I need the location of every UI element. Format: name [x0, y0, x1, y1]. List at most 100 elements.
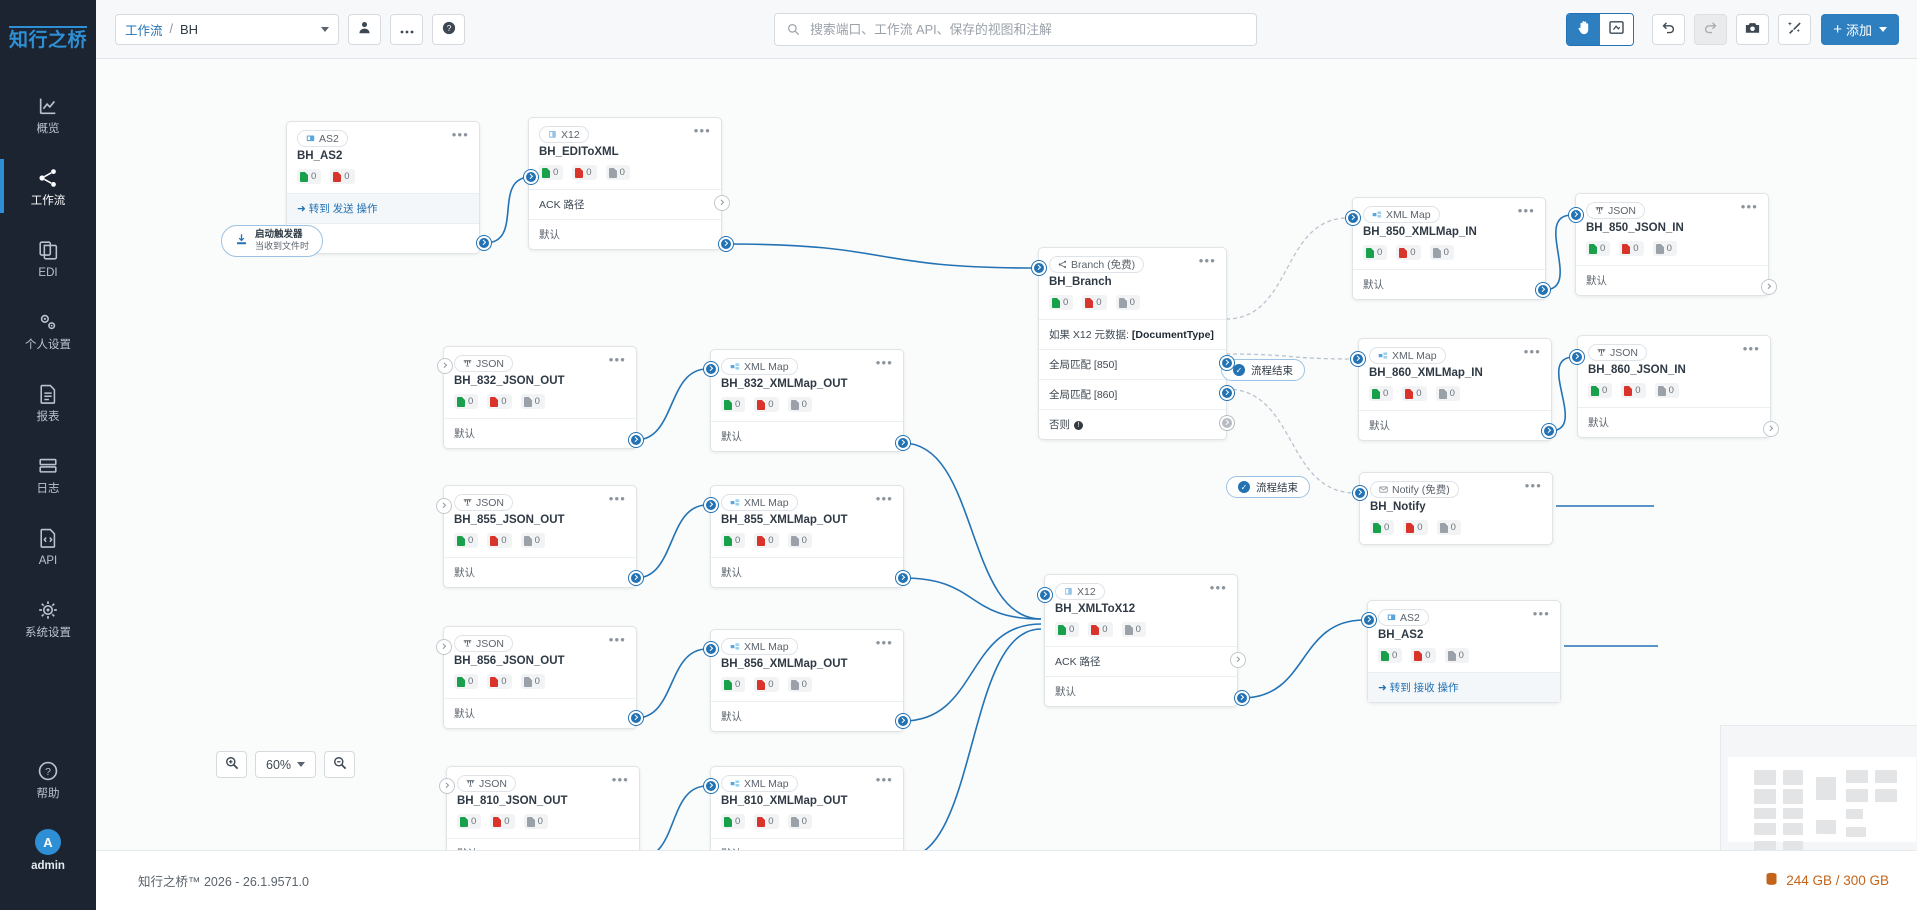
node-menu-button[interactable]: •••: [1524, 478, 1542, 493]
chevron-down-icon[interactable]: [1879, 26, 1887, 32]
zoom-in-button[interactable]: [216, 751, 247, 778]
node-footer[interactable]: 默认: [1359, 410, 1551, 440]
node-menu-button[interactable]: •••: [1532, 606, 1550, 621]
node-output-handle[interactable]: [1542, 424, 1556, 438]
sidebar-item-2[interactable]: 工作流: [0, 155, 96, 217]
node-output-handle[interactable]: [1762, 280, 1776, 294]
node-output-handle[interactable]: [1235, 691, 1249, 705]
sidebar-item-1[interactable]: 概览: [0, 83, 96, 145]
node-menu-button[interactable]: •••: [875, 355, 893, 370]
node-row-3[interactable]: 否则!: [1039, 409, 1226, 439]
zoom-out-button[interactable]: [324, 751, 356, 778]
node-output-handle[interactable]: [1536, 283, 1550, 297]
node-menu-button[interactable]: •••: [875, 491, 893, 506]
node-output-handle[interactable]: [629, 433, 643, 447]
node-input-handle[interactable]: [1032, 261, 1046, 275]
breadcrumb-root[interactable]: 工作流: [125, 23, 163, 38]
sidebar-item-6[interactable]: 日志: [0, 443, 96, 505]
search-input[interactable]: [808, 20, 1245, 38]
node-row-1[interactable]: ACK 路径: [529, 189, 721, 219]
sidebar-item-3[interactable]: EDI: [0, 227, 96, 289]
zoom-level-selector[interactable]: 60%: [255, 751, 317, 778]
node-footer[interactable]: 默认: [447, 838, 639, 850]
canvas-minimap[interactable]: [1720, 725, 1917, 850]
minimap-viewport[interactable]: [1728, 757, 1916, 850]
sidebar-item-8[interactable]: 系统设置: [0, 587, 96, 649]
node-footer[interactable]: 默认: [711, 557, 903, 587]
node-menu-button[interactable]: •••: [451, 127, 469, 142]
node-input-handle[interactable]: [524, 170, 538, 184]
node-input-handle[interactable]: [1351, 352, 1365, 366]
node-input-handle[interactable]: [1362, 613, 1376, 627]
node-input-handle[interactable]: [704, 362, 718, 376]
node-input-handle[interactable]: [704, 779, 718, 793]
node-footer[interactable]: 默认: [529, 219, 721, 249]
sidebar-item-4[interactable]: 个人设置: [0, 299, 96, 361]
node-menu-button[interactable]: •••: [1740, 199, 1758, 214]
node-menu-button[interactable]: •••: [608, 491, 626, 506]
node-menu-button[interactable]: •••: [1198, 253, 1216, 268]
node-footer[interactable]: 默认: [444, 418, 636, 448]
sidebar-item-5[interactable]: 报表: [0, 371, 96, 433]
node-menu-button[interactable]: •••: [875, 772, 893, 787]
undo-button[interactable]: [1652, 13, 1686, 45]
node-footer[interactable]: 默认: [1045, 676, 1237, 706]
node-input-handle[interactable]: [1038, 588, 1052, 602]
node-input-handle[interactable]: [437, 640, 451, 654]
info-icon[interactable]: !: [1074, 421, 1083, 430]
redo-button[interactable]: [1694, 13, 1728, 45]
node-output-handle[interactable]: [896, 436, 910, 450]
sidebar-item-7[interactable]: API: [0, 515, 96, 577]
node-input-handle[interactable]: [438, 359, 452, 373]
node-input-handle[interactable]: [1353, 486, 1367, 500]
node-footer[interactable]: 默认: [444, 557, 636, 587]
more-options-button[interactable]: [390, 13, 423, 45]
sidebar-item-help[interactable]: ?帮助: [0, 748, 96, 810]
node-output-handle[interactable]: [719, 237, 733, 251]
node-output-handle[interactable]: [1764, 422, 1778, 436]
node-footer[interactable]: 默认: [444, 698, 636, 728]
node-menu-button[interactable]: •••: [1209, 580, 1227, 595]
node-input-handle[interactable]: [1569, 208, 1583, 222]
node-footer[interactable]: 默认: [1353, 269, 1545, 299]
select-tool-button[interactable]: [1600, 13, 1634, 45]
node-input-handle[interactable]: [437, 499, 451, 513]
node-output-handle[interactable]: [1231, 653, 1245, 667]
node-footer[interactable]: 默认: [711, 838, 903, 850]
node-output-handle[interactable]: [896, 571, 910, 585]
add-button[interactable]: + 添加: [1821, 13, 1899, 45]
node-menu-button[interactable]: •••: [1523, 344, 1541, 359]
node-goto-link[interactable]: ➜ 转到 接收 操作: [1368, 672, 1560, 702]
node-footer[interactable]: 默认: [711, 701, 903, 731]
node-row-1[interactable]: 全局匹配 [850]: [1039, 349, 1226, 379]
node-input-handle[interactable]: [1346, 211, 1360, 225]
node-output-handle[interactable]: [477, 236, 491, 250]
node-menu-button[interactable]: •••: [1517, 203, 1535, 218]
node-footer[interactable]: 默认: [711, 421, 903, 451]
help-button[interactable]: ?: [432, 13, 465, 45]
node-output-handle[interactable]: [1220, 386, 1234, 400]
node-output-handle[interactable]: [715, 196, 729, 210]
node-menu-button[interactable]: •••: [1742, 341, 1760, 356]
auto-arrange-button[interactable]: [1778, 13, 1812, 45]
breadcrumb-selector[interactable]: 工作流 / BH: [115, 13, 339, 45]
node-row-1[interactable]: ACK 路径: [1045, 646, 1237, 676]
node-input-handle[interactable]: [704, 498, 718, 512]
node-output-handle[interactable]: [1220, 416, 1234, 430]
